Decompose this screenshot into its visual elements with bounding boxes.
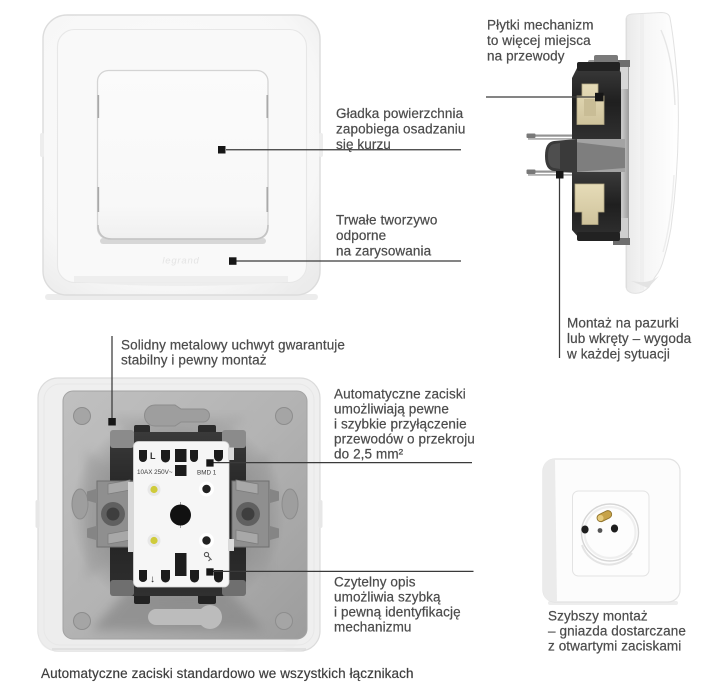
svg-text:i pewną identyfikację: i pewną identyfikację <box>334 605 461 620</box>
svg-text:umożliwiają pewne: umożliwiają pewne <box>334 402 449 417</box>
svg-text:Czytelny opis: Czytelny opis <box>334 575 416 590</box>
svg-text:10AX 250V~: 10AX 250V~ <box>137 469 173 476</box>
svg-text:z otwartymi zaciskami: z otwartymi zaciskami <box>548 639 681 654</box>
svg-text:legrand: legrand <box>162 256 199 267</box>
svg-text:BMD 1: BMD 1 <box>197 470 217 477</box>
svg-text:odporne: odporne <box>336 228 386 243</box>
svg-text:umożliwia szybką: umożliwia szybką <box>334 590 441 605</box>
svg-text:to więcej miejsca: to więcej miejsca <box>487 33 591 48</box>
svg-text:Solidny metalowy uchwyt gwaran: Solidny metalowy uchwyt gwarantuje <box>121 338 345 353</box>
svg-text:się kurzu: się kurzu <box>336 137 391 152</box>
svg-text:na zarysowania: na zarysowania <box>336 244 432 259</box>
svg-text:Automatyczne zaciski standardo: Automatyczne zaciski standardowo we wszy… <box>41 666 414 681</box>
svg-text:i szybkie przyłączenie: i szybkie przyłączenie <box>334 417 467 432</box>
svg-text:Szybszy montaż: Szybszy montaż <box>548 609 648 624</box>
svg-text:przewodów o przekroju: przewodów o przekroju <box>334 432 475 447</box>
svg-text:zapobiega osadzaniu: zapobiega osadzaniu <box>336 122 466 137</box>
svg-text:mechanizmu: mechanizmu <box>334 620 412 635</box>
svg-text:– gniazda dostarczane: – gniazda dostarczane <box>548 624 686 639</box>
svg-text:Trwałe tworzywo: Trwałe tworzywo <box>336 213 438 228</box>
svg-text:Gładka powierzchnia: Gładka powierzchnia <box>336 106 464 121</box>
svg-text:w każdej sytuacji: w każdej sytuacji <box>566 347 670 362</box>
svg-text:na przewody: na przewody <box>487 49 565 64</box>
svg-text:Płytki mechanizm: Płytki mechanizm <box>487 18 594 33</box>
svg-text:Montaż na pazurki: Montaż na pazurki <box>567 316 679 331</box>
svg-text:stabilny i pewny montaż: stabilny i pewny montaż <box>121 353 267 368</box>
svg-text:L: L <box>150 451 156 461</box>
svg-text:do 2,5 mm²: do 2,5 mm² <box>334 447 404 462</box>
svg-text:Automatyczne zaciski: Automatyczne zaciski <box>334 387 466 402</box>
svg-text:↓: ↓ <box>150 574 155 585</box>
svg-text:lub wkręty – wygoda: lub wkręty – wygoda <box>567 331 692 346</box>
